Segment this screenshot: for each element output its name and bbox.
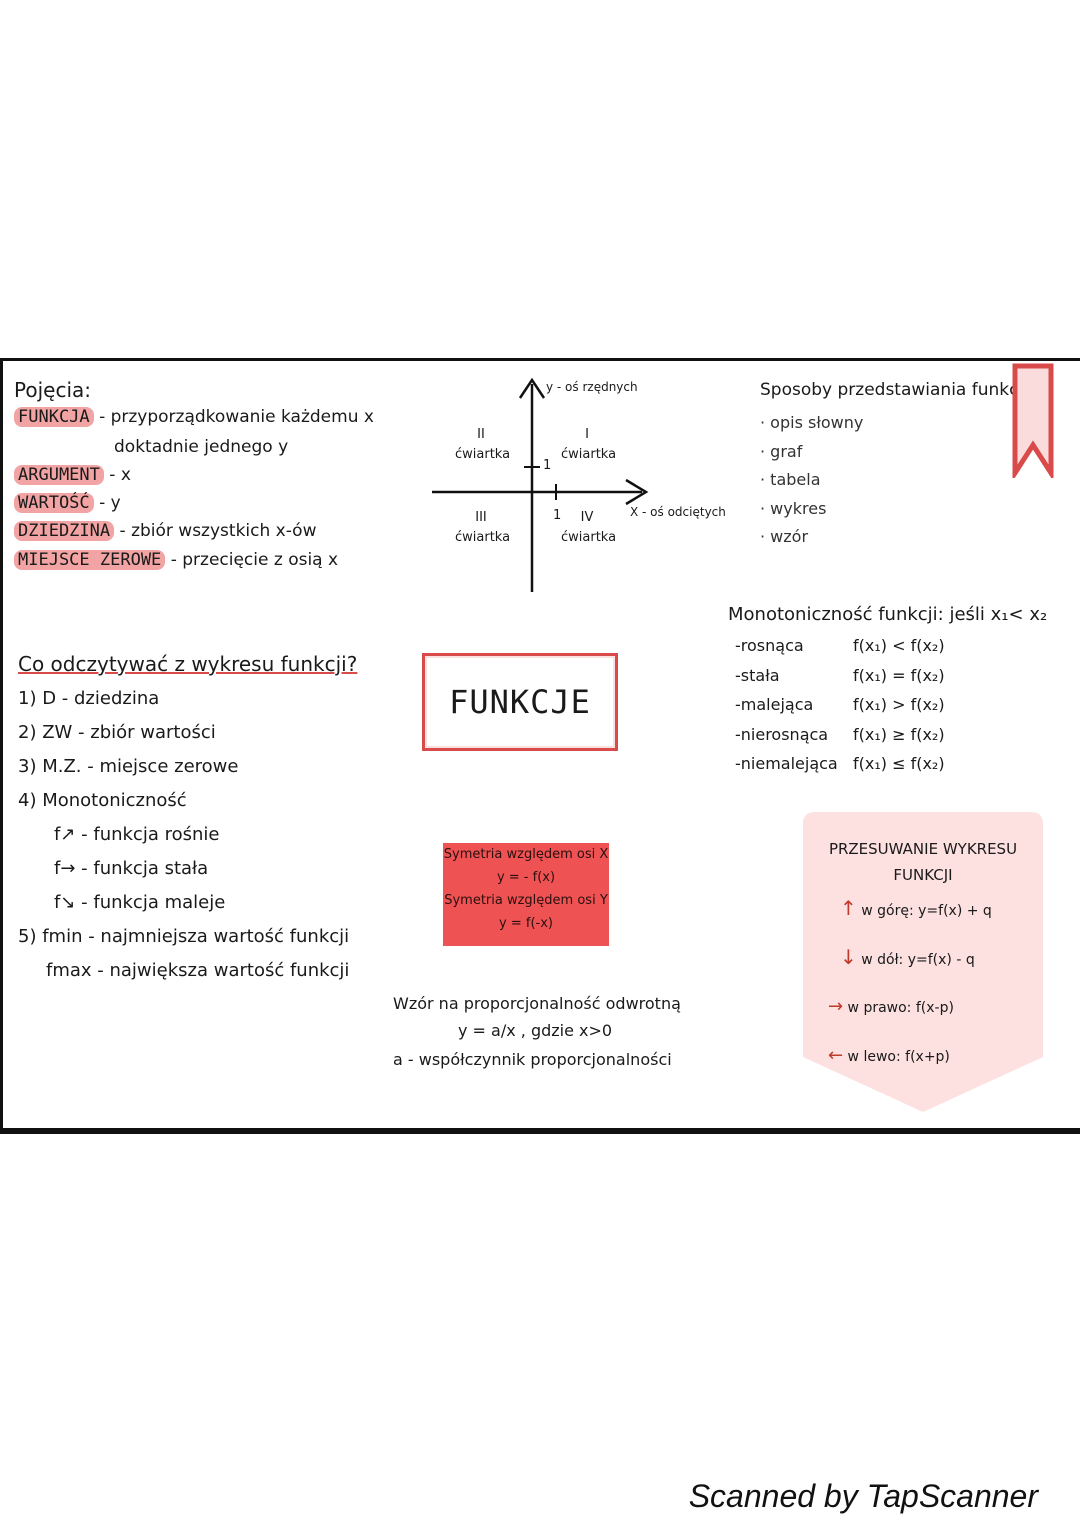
quadrant-1: I ćwiartka bbox=[561, 425, 617, 465]
reading-item-3: 3) M.Z. - miejsce zerowe bbox=[18, 756, 239, 777]
term-label: DZIEDZINA bbox=[14, 521, 115, 541]
axes-diagram bbox=[432, 377, 649, 592]
x-axis-label: X - oś odciętych bbox=[630, 505, 726, 519]
term-desc: - x bbox=[109, 465, 131, 485]
page-title: FUNKCJE bbox=[449, 683, 591, 721]
y-axis-label: y - oś rzędnych bbox=[546, 380, 638, 394]
concept-funkcja-cont: doktadnie jednego y bbox=[114, 437, 289, 457]
shift-panel-shape bbox=[803, 812, 1043, 1112]
term-desc: - y bbox=[99, 493, 121, 513]
reading-item-5b: fmax - największa wartość funkcji bbox=[46, 960, 350, 981]
concept-funkcja: FUNKCJA - przyporządkowanie każdemu x bbox=[14, 407, 374, 427]
inverse-line-3: a - współczynnik proporcjonalności bbox=[393, 1050, 672, 1069]
bookmark-icon bbox=[1012, 363, 1054, 478]
shift-heading: PRZESUWANIE WYKRESU FUNKCJI bbox=[803, 836, 1043, 888]
term-desc: - przyporządkowanie każdemu x bbox=[99, 407, 374, 427]
reading-sub-2: f→ - funkcja stała bbox=[54, 858, 209, 879]
shift-up: ↑ w górę: y=f(x) + q bbox=[840, 896, 992, 920]
reading-item-5: 5) fmin - najmniejsza wartość funkcji bbox=[18, 926, 350, 947]
concept-wartosc: WARTOŚĆ - y bbox=[14, 493, 121, 513]
concept-miejsce-zerowe: MIEJSCE ZEROWE - przecięcie z osią x bbox=[14, 550, 338, 570]
quadrant-num: IV bbox=[580, 510, 594, 525]
symmetry-line: Symetria względem osi X bbox=[443, 847, 609, 862]
shift-left: ← w lewo: f(x+p) bbox=[828, 1045, 950, 1066]
symmetry-line: y = f(-x) bbox=[499, 916, 553, 931]
symmetry-line: Symetria względem osi Y bbox=[444, 893, 608, 908]
inverse-line-1: Wzór na proporcjonalność odwrotną bbox=[393, 994, 681, 1013]
concept-argument: ARGUMENT - x bbox=[14, 465, 131, 485]
quadrant-num: I bbox=[585, 427, 589, 442]
reading-heading: Co odczytywać z wykresu funkcji? bbox=[18, 652, 358, 676]
representations-heading: Sposoby przedstawiania funkcji: bbox=[760, 380, 1034, 400]
concepts-heading: Pojęcia: bbox=[14, 378, 91, 402]
unit-x: 1 bbox=[553, 508, 562, 523]
term-label: ARGUMENT bbox=[14, 465, 104, 485]
unit-y: 1 bbox=[543, 458, 552, 473]
reading-item-1: 1) D - dziedzina bbox=[18, 688, 160, 709]
term-label: FUNKCJA bbox=[14, 407, 94, 427]
quadrant-2: II ćwiartka bbox=[455, 425, 511, 465]
symmetry-box: Symetria względem osi X y = - f(x) Symet… bbox=[443, 843, 609, 946]
quadrant-word: ćwiartka bbox=[455, 530, 511, 545]
concept-dziedzina: DZIEDZINA - zbiór wszystkich x-ów bbox=[14, 521, 316, 541]
monotonic-heading: Monotoniczność funkcji: jeśli x₁< x₂ bbox=[728, 604, 1048, 625]
reading-item-2: 2) ZW - zbiór wartości bbox=[18, 722, 216, 743]
quadrant-word: ćwiartka bbox=[561, 447, 617, 462]
scanner-footer: Scanned by TapScanner bbox=[688, 1478, 1038, 1514]
reading-item-4: 4) Monotoniczność bbox=[18, 790, 187, 811]
quadrant-4: IV ćwiartka bbox=[561, 508, 617, 548]
arrow-right-icon: → bbox=[828, 996, 844, 1017]
term-desc: - przecięcie z osią x bbox=[170, 550, 339, 570]
quadrant-num: II bbox=[477, 427, 485, 442]
reading-sub-1: f↗ - funkcja rośnie bbox=[54, 824, 220, 845]
quadrant-3: III ćwiartka bbox=[455, 508, 511, 548]
arrow-down-icon: ↓ bbox=[840, 945, 857, 969]
list-item: · tabela bbox=[760, 470, 821, 489]
list-item: · graf bbox=[760, 441, 803, 461]
reading-sub-3: f↘ - funkcja maleje bbox=[54, 892, 226, 913]
quadrant-word: ćwiartka bbox=[561, 530, 617, 545]
term-label: WARTOŚĆ bbox=[14, 493, 94, 513]
list-item: · wzór bbox=[760, 527, 809, 546]
shift-heading-line: FUNKCJI bbox=[893, 866, 953, 884]
inverse-line-2: y = a/x , gdzie x>0 bbox=[458, 1021, 613, 1040]
term-label: MIEJSCE ZEROWE bbox=[14, 550, 166, 570]
title-box: FUNKCJE bbox=[422, 653, 618, 751]
shift-heading-line: PRZESUWANIE WYKRESU bbox=[828, 840, 1018, 858]
quadrant-word: ćwiartka bbox=[455, 447, 511, 462]
term-desc: - zbiór wszystkich x-ów bbox=[119, 521, 317, 541]
arrow-left-icon: ← bbox=[828, 1045, 844, 1066]
representations-list: · opis słowny · graf · tabela · wykres ·… bbox=[760, 409, 863, 552]
shift-right: → w prawo: f(x-p) bbox=[828, 996, 954, 1017]
shift-down: ↓ w dół: y=f(x) - q bbox=[840, 945, 975, 969]
arrow-up-icon: ↑ bbox=[840, 896, 857, 920]
note-sheet bbox=[0, 358, 1080, 1134]
list-item: · wykres bbox=[760, 498, 827, 518]
quadrant-num: III bbox=[475, 510, 487, 525]
symmetry-line: y = - f(x) bbox=[496, 870, 556, 885]
list-item: · opis słowny bbox=[760, 413, 864, 432]
